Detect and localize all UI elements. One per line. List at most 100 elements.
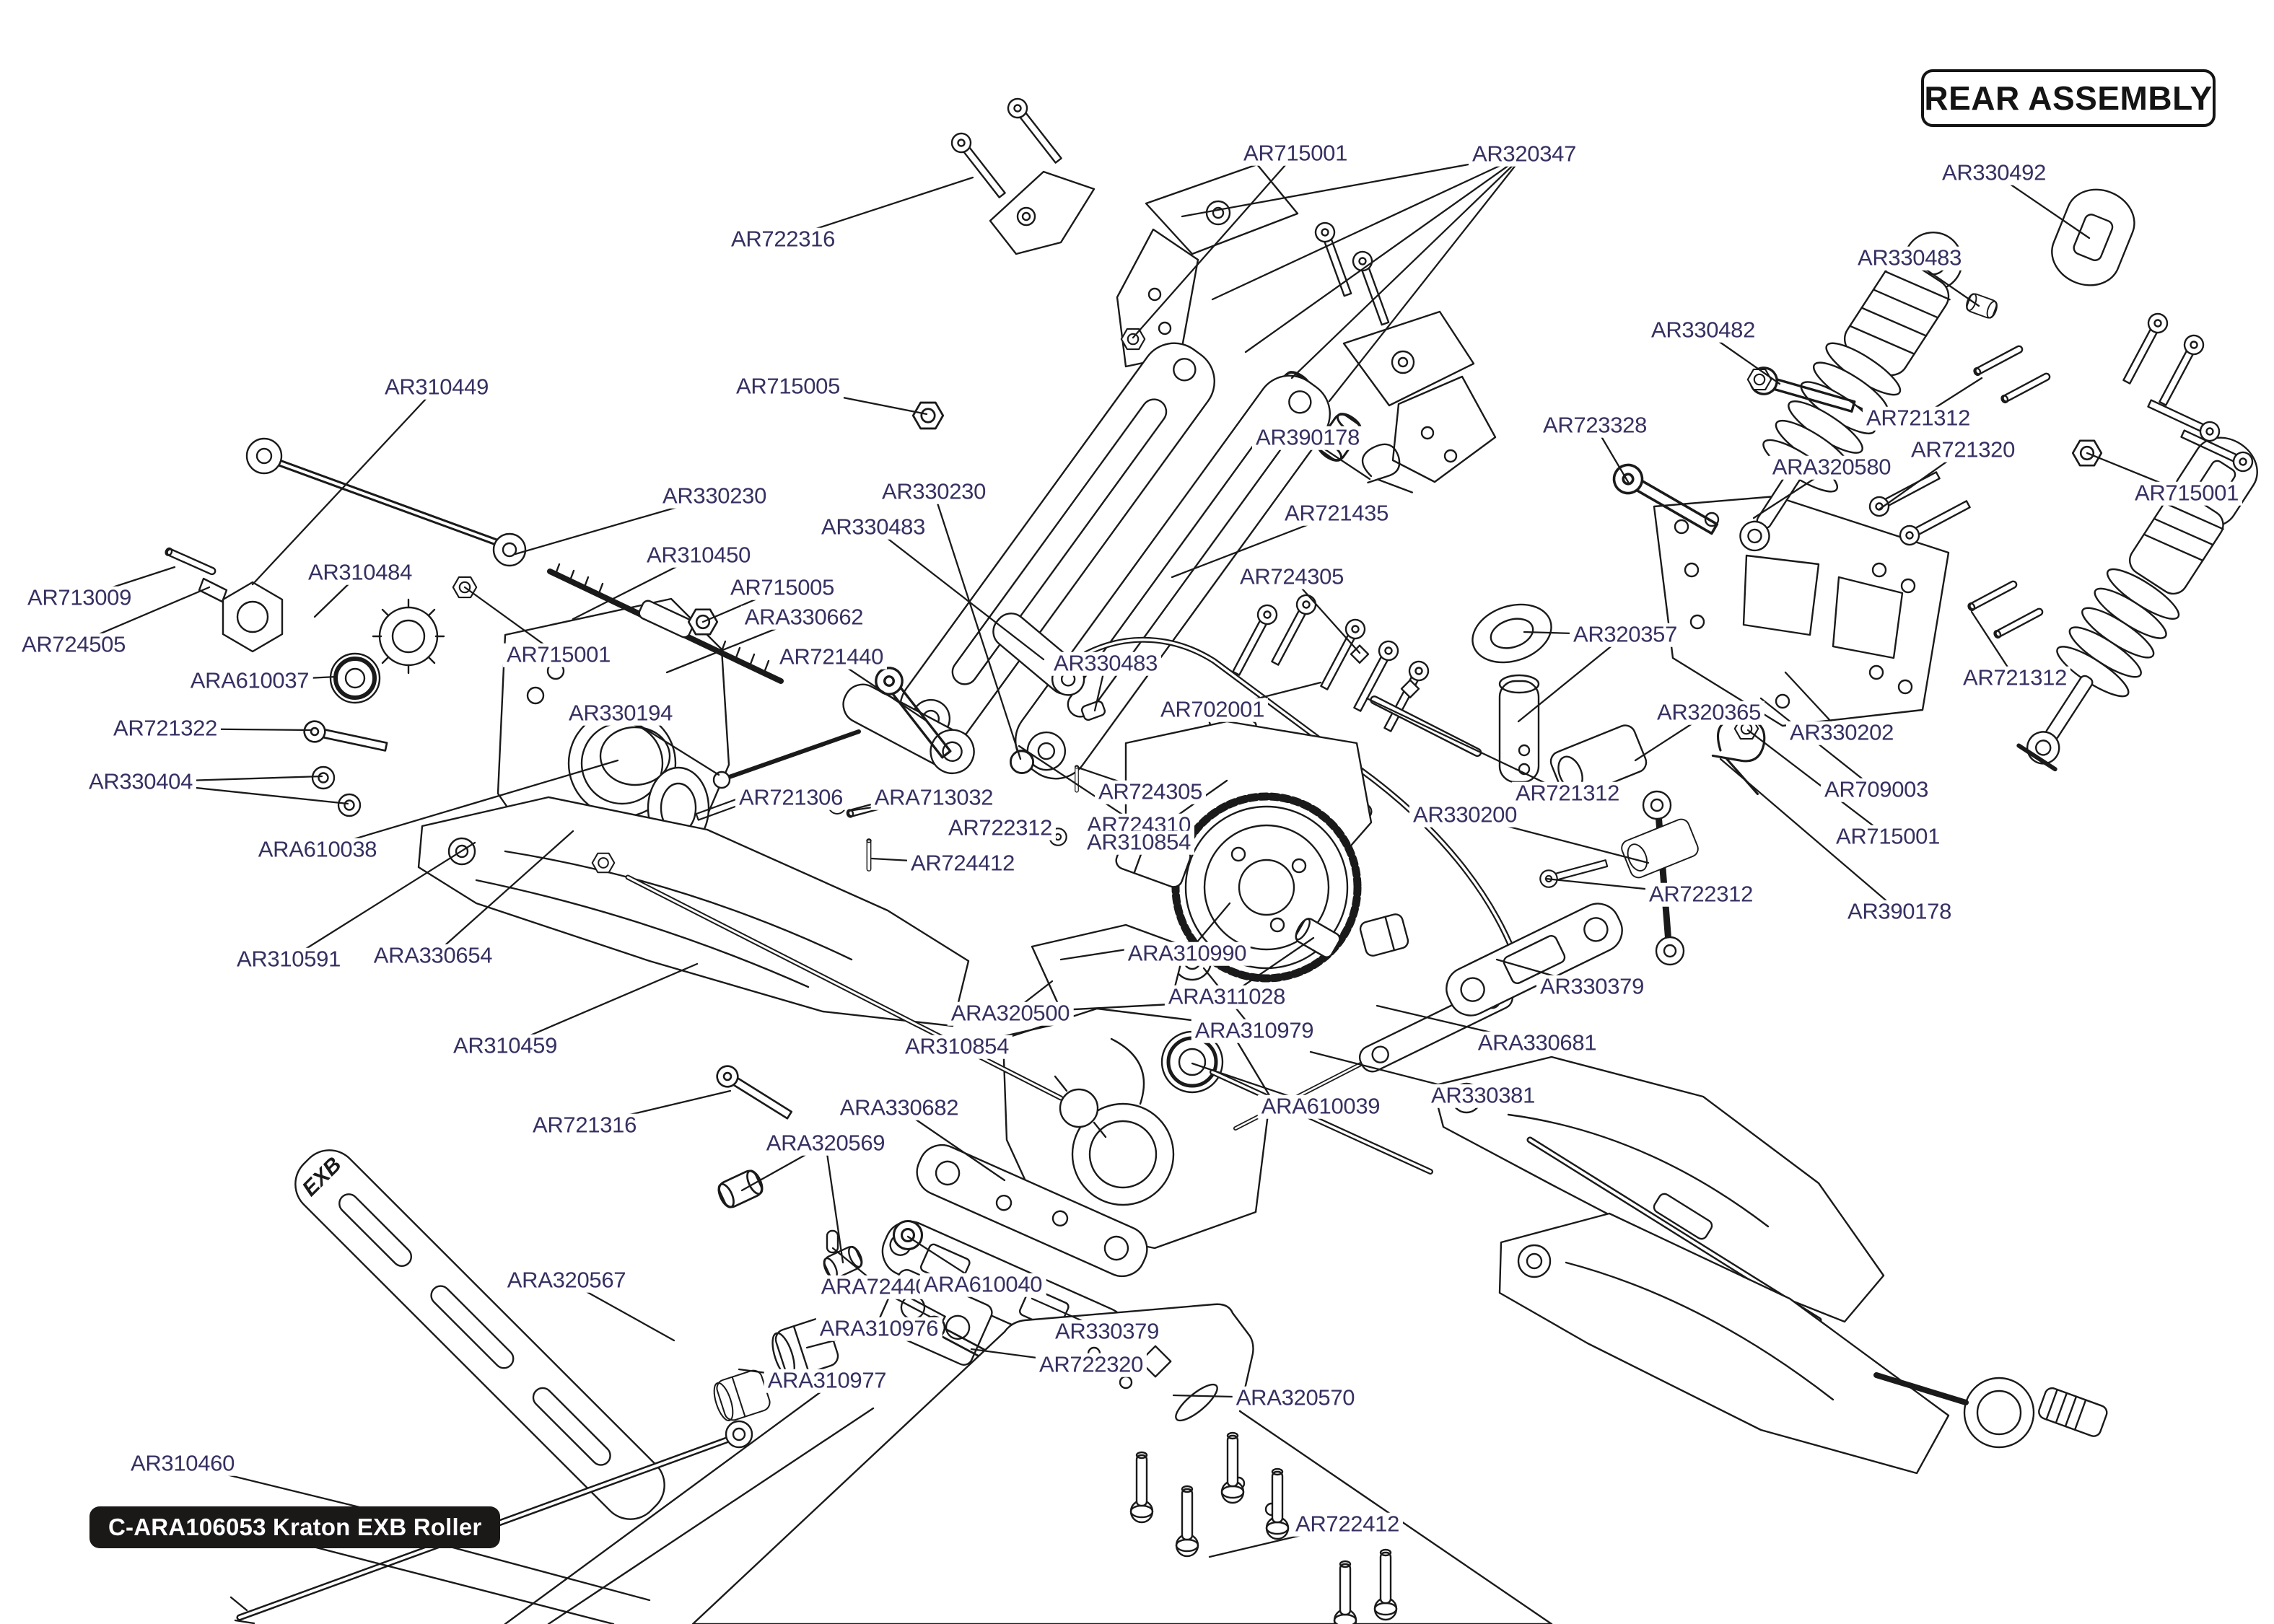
part-label: AR310459	[449, 1034, 561, 1058]
part-label: AR721306	[735, 786, 847, 810]
leader-line	[1328, 153, 1526, 403]
part-label: AR723328	[1539, 413, 1651, 438]
part-label: ARA610038	[254, 838, 381, 862]
page-title-text: REAR ASSEMBLY	[1924, 79, 2213, 117]
leader-line	[1211, 153, 1526, 301]
part-label: AR715001	[2130, 481, 2243, 506]
shock-tower-art	[1607, 343, 2052, 727]
leader-line	[1719, 758, 1901, 913]
part-label: AR310484	[304, 561, 416, 585]
leader-line	[898, 1107, 1006, 1182]
part-label: AR709003	[1820, 778, 1933, 802]
page-title: REAR ASSEMBLY	[1921, 69, 2216, 127]
leader-line	[251, 386, 438, 586]
part-label: AR320365	[1653, 701, 1765, 725]
part-label: AR330404	[84, 770, 197, 794]
part-label: ARA310979	[1191, 1019, 1318, 1043]
part-label: ARA330662	[740, 605, 867, 630]
part-label: AR702001	[1156, 698, 1269, 722]
part-label: AR320357	[1569, 623, 1682, 647]
arrma-logo: 'ARRMA' 'ARRMA'	[79, 63, 471, 157]
rear-arms-art	[1431, 1055, 2108, 1475]
part-label: AR722412	[1291, 1512, 1404, 1537]
part-label: AR330483	[1049, 651, 1162, 676]
part-label: AR330194	[564, 701, 677, 726]
part-label: ARA330682	[836, 1096, 963, 1120]
leader-line	[432, 830, 574, 957]
leader-line	[1244, 153, 1526, 354]
leader-line	[872, 526, 1045, 661]
part-label: ARA310990	[1124, 942, 1251, 966]
part-label: AR330200	[1409, 803, 1521, 828]
part-label: AR721312	[1511, 781, 1624, 806]
part-label: AR724412	[906, 851, 1019, 876]
part-label: AR330483	[1853, 246, 1966, 271]
turnbuckle-art	[547, 563, 1106, 872]
part-label: ARA610040	[919, 1273, 1046, 1297]
chassis-plate-art	[504, 1303, 1553, 1624]
part-label: AR310450	[642, 543, 755, 568]
part-label: AR715001	[502, 643, 615, 667]
part-label: AR713009	[23, 586, 136, 610]
part-label: ARA610039	[1257, 1094, 1384, 1119]
left-arm-art	[417, 796, 1107, 1138]
part-label: AR721312	[1862, 406, 1975, 431]
part-label: AR724305	[1236, 565, 1348, 589]
part-label: AR721320	[1907, 438, 2019, 462]
part-label: AR721316	[528, 1113, 641, 1138]
part-label: AR330381	[1427, 1084, 1539, 1108]
steering-post-art	[1471, 603, 1834, 879]
part-label: AR390178	[1843, 900, 1956, 924]
part-label: AR390178	[1251, 426, 1364, 450]
leader-line	[824, 1142, 844, 1264]
leader-line	[1290, 153, 1526, 379]
upper-link-art	[245, 437, 527, 599]
part-label: ARA310977	[764, 1369, 891, 1393]
part-label: AR724305	[1094, 780, 1207, 804]
part-label: ARA320500	[947, 1001, 1074, 1026]
right-braces-art	[1358, 903, 1623, 1073]
part-label: AR330379	[1051, 1320, 1163, 1344]
part-label: AR330230	[658, 484, 771, 509]
part-label: ARA330654	[369, 944, 497, 968]
logo-text: 'ARRMA'	[79, 63, 471, 157]
leader-line	[1181, 153, 1526, 218]
part-label: ARA320580	[1768, 455, 1895, 480]
part-label: ARA320567	[503, 1268, 630, 1293]
part-label: AR724505	[17, 633, 130, 657]
part-label: ARA320569	[762, 1131, 889, 1156]
part-label: AR715005	[732, 374, 844, 399]
part-label: AR320347	[1468, 142, 1580, 167]
part-label: AR330202	[1785, 721, 1898, 745]
part-label: AR310854	[1083, 830, 1195, 855]
part-label: AR330492	[1938, 161, 2050, 185]
part-label: AR330483	[817, 515, 930, 540]
leader-line	[1132, 152, 1297, 339]
leader-line	[1018, 745, 1140, 827]
part-label: AR310591	[232, 947, 345, 972]
part-label: AR715001	[1832, 825, 1944, 849]
leader-line	[504, 962, 699, 1048]
kit-badge-text: C-ARA106053 Kraton EXB Roller	[108, 1514, 482, 1540]
leader-line	[1517, 633, 1627, 723]
part-label: AR330379	[1536, 975, 1648, 999]
part-label: AR721435	[1280, 501, 1393, 526]
part-label: ARA610037	[186, 669, 313, 693]
kit-badge: C-ARA106053 Kraton EXB Roller	[89, 1506, 501, 1548]
leader-line	[1746, 729, 1889, 838]
part-label: AR310854	[901, 1035, 1013, 1059]
part-label: ARA330681	[1474, 1031, 1601, 1055]
part-label: AR330482	[1647, 318, 1759, 343]
leader-line	[1365, 697, 1569, 795]
part-label: ARA310976	[815, 1317, 943, 1341]
part-label: AR330230	[878, 480, 990, 504]
part-label: AR722312	[944, 816, 1057, 840]
part-label: AR721440	[775, 645, 888, 670]
part-label: AR310460	[126, 1452, 239, 1476]
part-label: ARA713032	[870, 786, 997, 810]
shock-upper-art	[1739, 188, 2135, 552]
part-label: AR721312	[1959, 666, 2071, 690]
part-label: AR722316	[727, 227, 839, 252]
